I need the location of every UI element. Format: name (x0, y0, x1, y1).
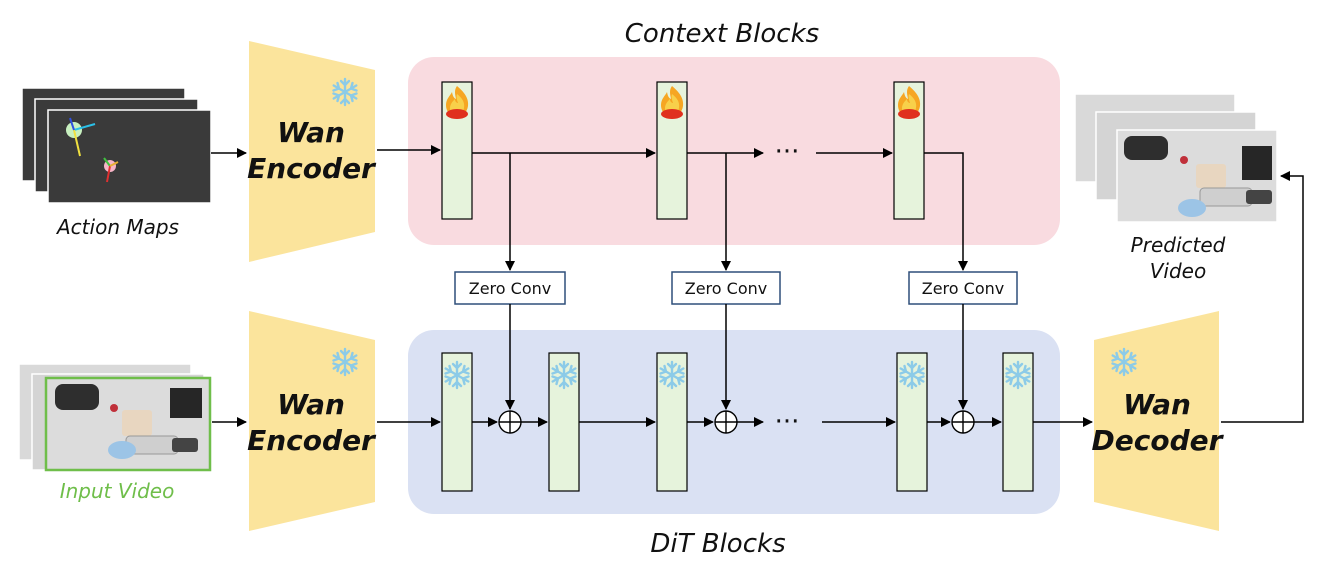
input-video-stack (18, 363, 212, 472)
dit-block-4 (896, 352, 928, 492)
wan-encoder-top: Wan Encoder (247, 41, 377, 262)
ellipsis-bottom: ··· (775, 407, 800, 437)
action-maps-label: Action Maps (55, 215, 179, 239)
input-video-label: Input Video (60, 479, 175, 503)
context-block-3 (893, 81, 925, 220)
context-block-1 (441, 81, 473, 220)
zero-conv-3: Zero Conv (908, 271, 1018, 305)
connectors (211, 145, 1304, 427)
wan-encoder-top-line1: Wan (277, 116, 345, 149)
wan-encoder-bottom-line1: Wan (277, 388, 345, 421)
zero-conv-3-label: Zero Conv (922, 279, 1004, 298)
dit-block-1 (441, 352, 473, 492)
wan-encoder-bottom-line2: Encoder (247, 424, 377, 457)
sum-node-1 (498, 410, 522, 434)
wan-decoder-line2: Decoder (1092, 424, 1225, 457)
wan-encoder-top-line2: Encoder (247, 152, 377, 185)
predicted-video-label-line1: Predicted (1131, 233, 1226, 257)
context-block-2 (656, 81, 688, 220)
zero-conv-2: Zero Conv (671, 271, 781, 305)
dit-block-2 (548, 352, 580, 492)
dit-block-3 (656, 352, 688, 492)
dit-block-5 (1002, 352, 1034, 492)
predicted-video-stack (1074, 93, 1278, 223)
zero-conv-1-label: Zero Conv (469, 279, 551, 298)
context-blocks-title: Context Blocks (625, 19, 819, 49)
dit-blocks-title: DiT Blocks (650, 529, 785, 559)
sum-node-2 (714, 410, 738, 434)
wan-decoder-line1: Wan (1123, 388, 1191, 421)
ellipsis-top: ··· (775, 137, 800, 167)
wan-encoder-bottom: Wan Encoder (247, 311, 377, 531)
context-blocks-panel (408, 57, 1060, 245)
sum-node-3 (951, 410, 975, 434)
action-maps-stack (21, 87, 212, 204)
wan-decoder: Wan Decoder (1092, 311, 1225, 531)
zero-conv-2-label: Zero Conv (685, 279, 767, 298)
zero-conv-1: Zero Conv (454, 271, 566, 305)
predicted-video-label-line2: Video (1150, 259, 1206, 283)
